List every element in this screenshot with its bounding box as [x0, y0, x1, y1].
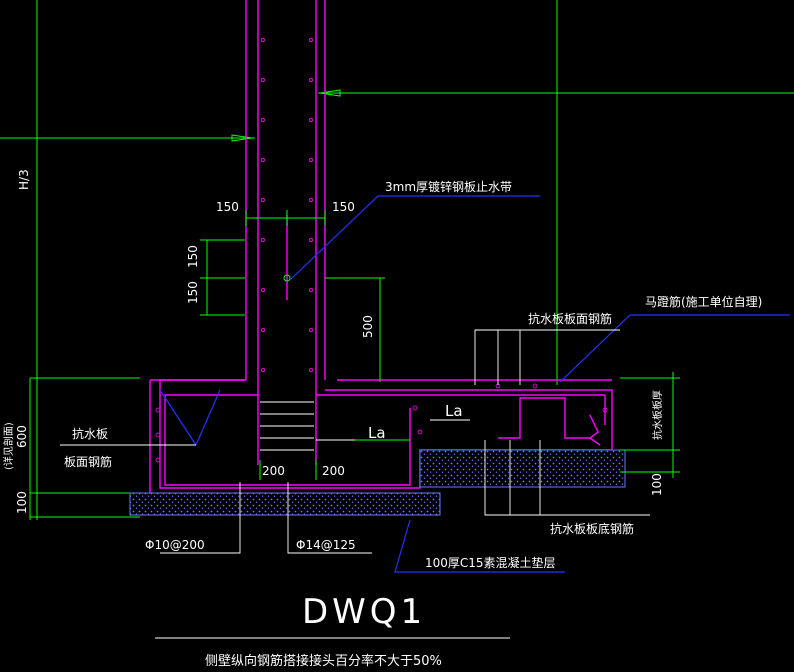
concrete-cushion — [129, 449, 626, 516]
waterstop-marker — [283, 274, 291, 282]
axis-arrows — [231, 89, 341, 142]
label-main-rebar: Φ14@125 — [296, 538, 356, 552]
chair-bar — [498, 397, 601, 446]
drawing-title: DWQ1 — [302, 592, 426, 632]
dim-150-left: 150 — [216, 200, 239, 214]
dim-600: 600 — [15, 425, 29, 448]
wall-rebar-dots — [155, 38, 608, 463]
dim-150-vertical-1: 150 — [186, 245, 200, 268]
dim-150-right: 150 — [332, 200, 355, 214]
dim-la-upper: La — [445, 402, 463, 420]
label-left-vertical: (详见剖面) — [2, 422, 15, 470]
white-leaders — [60, 329, 650, 639]
label-waterstop: 3mm厚镀锌钢板止水带 — [385, 180, 512, 194]
dim-200-right: 200 — [322, 464, 345, 478]
label-stirrup-rebar: Φ10@200 — [145, 538, 205, 552]
dim-100-right: 100 — [650, 473, 664, 496]
label-thickness: 抗水板板厚 — [651, 390, 664, 440]
label-left-slab-2: 板面钢筋 — [64, 454, 112, 469]
dim-200-left: 200 — [262, 464, 285, 478]
label-chair-bar: 马蹬筋(施工单位自理) — [645, 294, 762, 309]
stirrups — [260, 401, 470, 451]
dim-la-lower: La — [368, 424, 386, 442]
dimension-lines — [29, 210, 680, 520]
dim-150-vertical-2: 150 — [186, 281, 200, 304]
label-slab-bottom-rebar: 抗水板板底钢筋 — [550, 521, 634, 536]
label-left-slab-1: 抗水板 — [72, 426, 108, 441]
leader-lines — [159, 195, 790, 573]
label-cushion: 100厚C15素混凝土垫层 — [425, 555, 556, 570]
dim-100-left: 100 — [15, 491, 29, 514]
label-slab-top-rebar: 抗水板板面钢筋 — [528, 311, 612, 326]
dim-500: 500 — [361, 315, 375, 338]
grid-lines — [0, 0, 794, 520]
drawing-note: 侧壁纵向钢筋搭接接头百分率不大于50% — [205, 653, 442, 669]
dim-h3: H/3 — [17, 169, 31, 190]
